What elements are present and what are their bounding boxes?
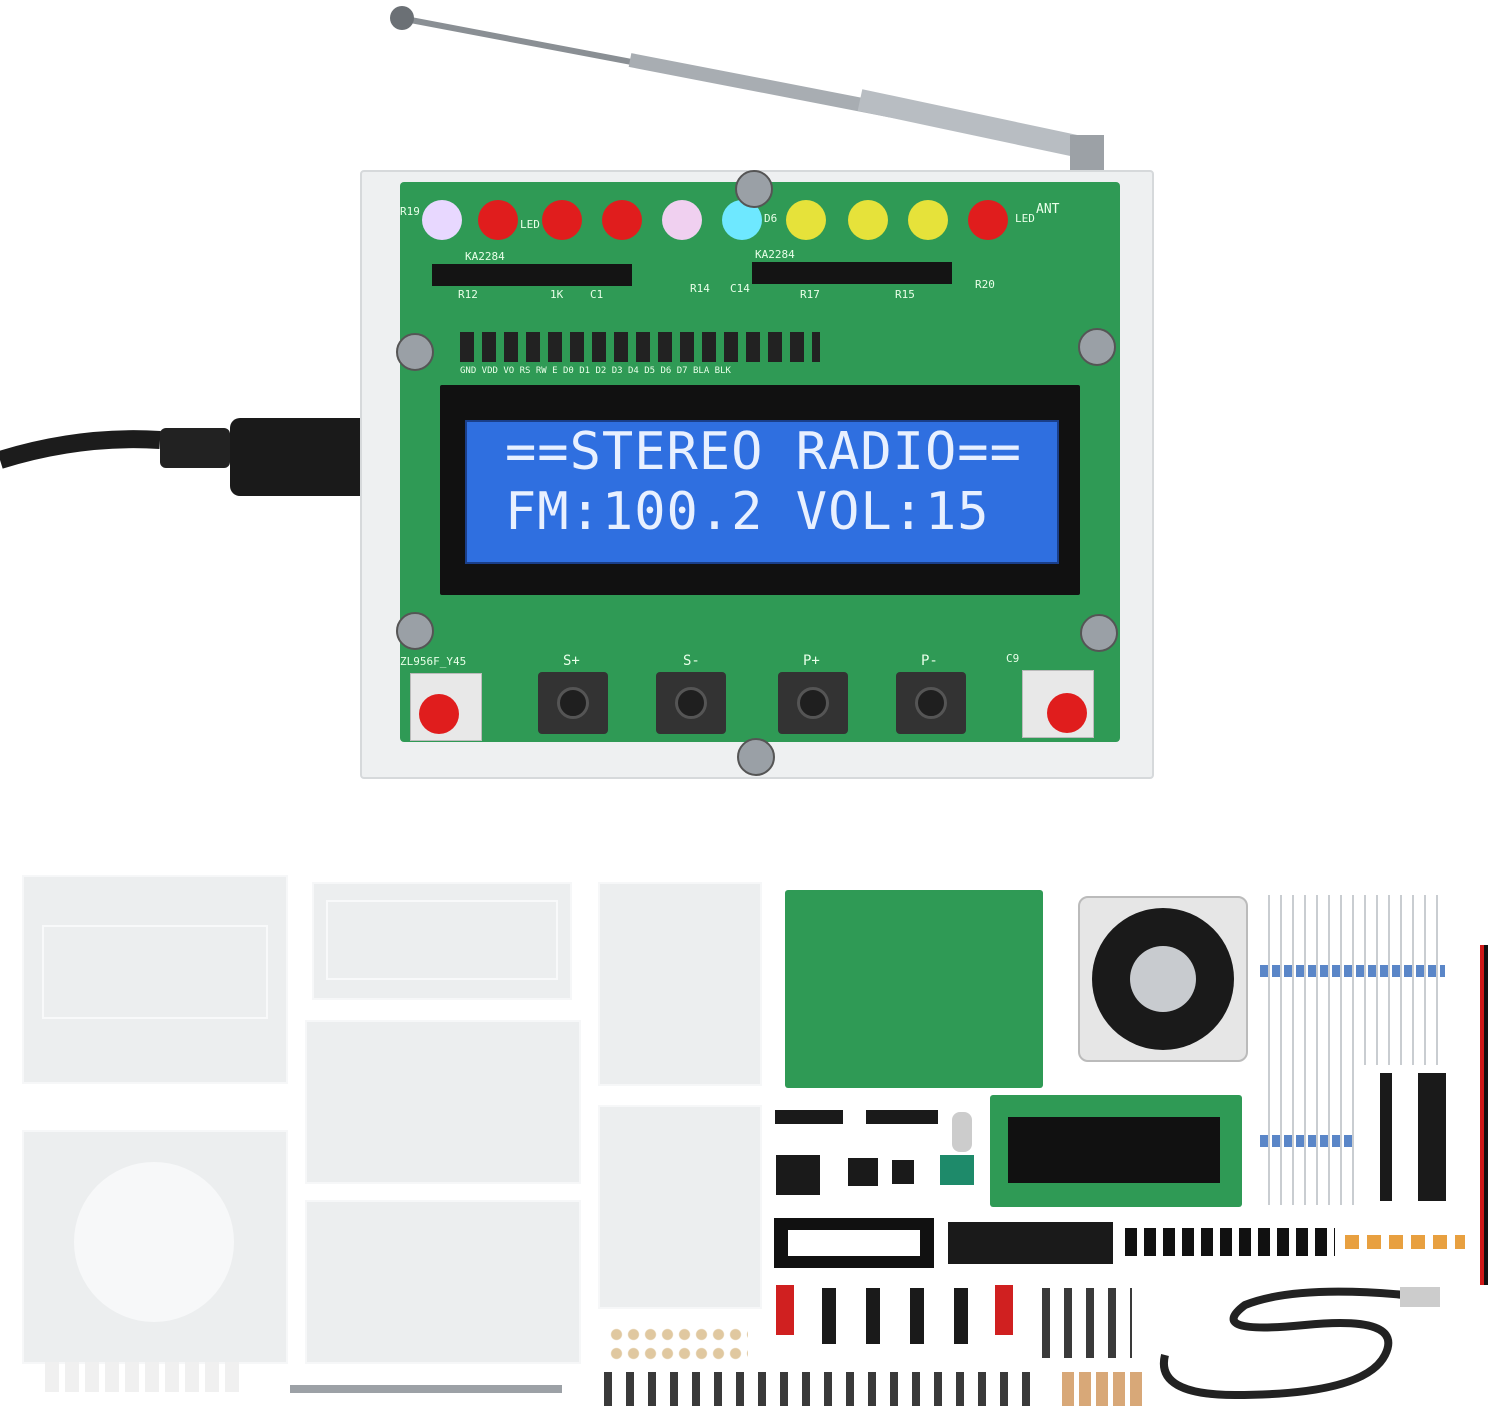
pin-header (866, 1110, 938, 1124)
label-led-right: LED (1015, 212, 1035, 225)
screw-icon (1078, 328, 1116, 366)
button-p-minus[interactable] (896, 672, 966, 734)
ic-socket-40pin (774, 1218, 934, 1268)
label-d6: D6 (764, 212, 778, 225)
lcd-line-1: ==STEREO RADIO== (505, 422, 1022, 482)
pin-header (460, 332, 820, 362)
label-chip-right: KA2284 (755, 248, 795, 261)
led-white (662, 200, 702, 240)
label-c14: C14 (730, 282, 750, 295)
wire-pair (1480, 945, 1488, 1285)
speaker-icon (1078, 896, 1248, 1062)
acrylic-lcd-frame (312, 882, 572, 1000)
pin-header (1418, 1073, 1446, 1201)
led-yellow (786, 200, 826, 240)
antenna-icon (390, 6, 1104, 175)
slide-switch (995, 1285, 1013, 1335)
label-btn-p-minus: P- (921, 653, 938, 669)
screw-icon (396, 612, 434, 650)
acrylic-end-panel (598, 882, 762, 1086)
power-switch-cap (419, 694, 459, 734)
label-model: ZL956F_Y45 (400, 655, 467, 668)
reset-switch[interactable] (1022, 670, 1094, 738)
label-r14: R14 (690, 282, 710, 295)
led-white (422, 200, 462, 240)
led-yellow (848, 200, 888, 240)
label-r12: R12 (458, 288, 478, 301)
power-switch[interactable] (410, 673, 482, 741)
screw-icon (1080, 614, 1118, 652)
mcu-chip (948, 1222, 1113, 1264)
label-pins: GND VDD VO RS RW E D0 D1 D2 D3 D4 D5 D6 … (460, 366, 731, 376)
potentiometer (822, 1288, 836, 1344)
potentiometer (954, 1288, 968, 1344)
led-red (968, 200, 1008, 240)
washer-set (608, 1325, 748, 1363)
acrylic-side-panel (305, 1020, 581, 1184)
capacitor-set (1345, 1235, 1465, 1249)
label-r17: R17 (800, 288, 820, 301)
label-c1: C1 (590, 288, 604, 301)
button-p-plus[interactable] (778, 672, 848, 734)
lcd-screen: ==STEREO RADIO== FM:100.2 VOL:15 (465, 420, 1059, 564)
potentiometer (910, 1288, 924, 1344)
screw-icon (737, 738, 775, 776)
dc-jack (776, 1155, 820, 1195)
label-r19: R19 (400, 205, 420, 218)
screw-set (1042, 1288, 1132, 1358)
reset-switch-cap (1047, 693, 1087, 733)
pin-header (775, 1110, 843, 1124)
label-r20: R20 (975, 278, 995, 291)
led-set (45, 1362, 245, 1392)
transistor-set (1125, 1228, 1335, 1256)
power-cable-icon (0, 418, 380, 496)
led-red (478, 200, 518, 240)
screw-set (604, 1372, 1044, 1406)
resistor-set (1260, 1065, 1355, 1205)
usb-cable-icon (1159, 1287, 1440, 1400)
resistor-set (1260, 895, 1445, 1065)
label-led-left: LED (520, 218, 540, 231)
acrylic-speaker-panel (22, 1130, 288, 1364)
slide-switch (776, 1285, 794, 1335)
label-ant: ANT (1036, 202, 1060, 217)
label-btn-s-minus: S- (683, 653, 700, 669)
antenna-icon (290, 1385, 562, 1393)
label-c9: C9 (1006, 652, 1020, 665)
screw-icon (396, 333, 434, 371)
bare-pcb (785, 890, 1043, 1088)
label-btn-s-plus: S+ (563, 653, 580, 669)
label-r15: R15 (895, 288, 915, 301)
radio-module (940, 1155, 974, 1185)
lcd-line-2: FM:100.2 VOL:15 (505, 482, 990, 542)
amplifier-chip (432, 264, 632, 286)
potentiometer (866, 1288, 880, 1344)
led-yellow (908, 200, 948, 240)
button-s-plus[interactable] (538, 672, 608, 734)
button-s-minus[interactable] (656, 672, 726, 734)
ic-chip (892, 1160, 914, 1184)
label-1k: 1K (550, 288, 564, 301)
led-red (602, 200, 642, 240)
label-btn-p-plus: P+ (803, 653, 820, 669)
label-chip-left: KA2284 (465, 250, 505, 263)
ic-socket (848, 1158, 878, 1186)
acrylic-end-panel (598, 1105, 762, 1309)
acrylic-side-panel (305, 1200, 581, 1364)
pin-header (1380, 1073, 1392, 1201)
lcd-module (990, 1095, 1242, 1207)
led-red (542, 200, 582, 240)
amplifier-chip (752, 262, 952, 284)
crystal (952, 1112, 972, 1152)
screw-icon (735, 170, 773, 208)
standoff-set (1062, 1372, 1142, 1406)
acrylic-front-panel (22, 875, 288, 1084)
